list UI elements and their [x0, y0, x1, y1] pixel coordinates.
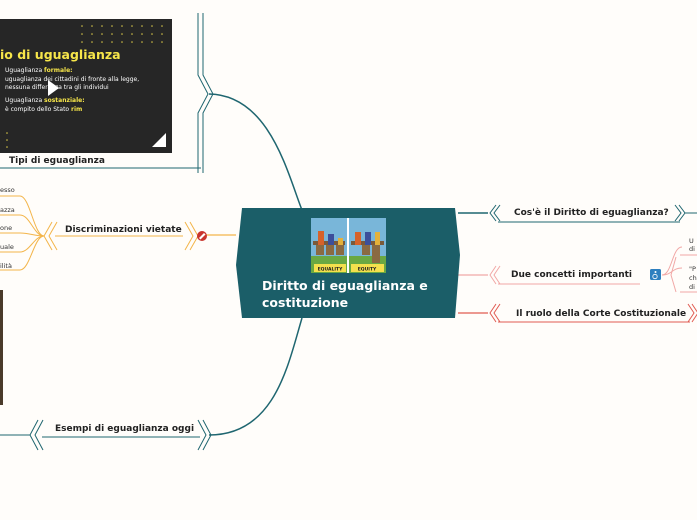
right-fragment[interactable]: U [689, 237, 694, 245]
right-fragment[interactable]: di [689, 283, 695, 291]
wheelchair-icon [650, 269, 661, 280]
ruolo-connector [489, 303, 697, 323]
play-icon[interactable] [44, 78, 64, 98]
dot-pattern [6, 25, 166, 148]
right-fragment[interactable]: di [689, 245, 695, 253]
branch-line-esempi [208, 317, 303, 436]
branch-cose-label[interactable]: Cos'è il Diritto di eguaglianza? [514, 208, 669, 218]
pencil-icon [197, 231, 207, 241]
branch-tipi-label[interactable]: Tipi di eguaglianza [9, 156, 105, 166]
due-fan [661, 246, 697, 293]
chevron-right-icon [184, 221, 199, 251]
discriminazioni-item[interactable]: azza [0, 206, 15, 214]
branch-due-label[interactable]: Due concetti importanti [511, 270, 632, 280]
right-fragment[interactable]: ch [689, 274, 697, 282]
video-thumbnail[interactable]: io di uguaglianza Uguaglianza formale: u… [0, 19, 172, 153]
discriminazioni-fan [0, 195, 45, 271]
equality-label: EQUALITY [318, 267, 344, 273]
right-fragment[interactable]: "P [689, 265, 696, 273]
discriminazioni-item[interactable]: ilità [0, 262, 12, 270]
discriminazioni-item[interactable]: uale [0, 243, 14, 251]
video-title: io di uguaglianza [0, 47, 121, 62]
branch-ruolo-label[interactable]: Il ruolo della Corte Costituzionale [516, 309, 687, 319]
video-formal-heading: Uguaglianza formale: [5, 67, 73, 74]
esempi-image-edge [0, 290, 3, 405]
equality-equity-image: EQUALITY EQUITY [311, 218, 386, 273]
central-title: Diritto di eguaglianza e costituzione [262, 278, 428, 310]
discriminazioni-item[interactable]: esso [0, 186, 15, 194]
chevron-left-icon [43, 221, 58, 251]
video-formal-line1: uguaglianza dei cittadini di fronte alla… [5, 76, 140, 83]
discriminazioni-item[interactable]: one [0, 224, 13, 232]
branch-discriminazioni-label[interactable]: Discriminazioni vietate [65, 225, 182, 235]
video-sub-heading: Uguaglianza sostanziale: [5, 97, 85, 104]
branch-esempi-label[interactable]: Esempi di eguaglianza oggi [55, 424, 195, 434]
video-sub-line1: è compito dello Stato rim [5, 106, 83, 113]
equity-label: EQUITY [358, 267, 377, 273]
branch-line-tipi [208, 93, 303, 211]
tipi-connector [197, 13, 214, 173]
due-connector [489, 265, 501, 285]
